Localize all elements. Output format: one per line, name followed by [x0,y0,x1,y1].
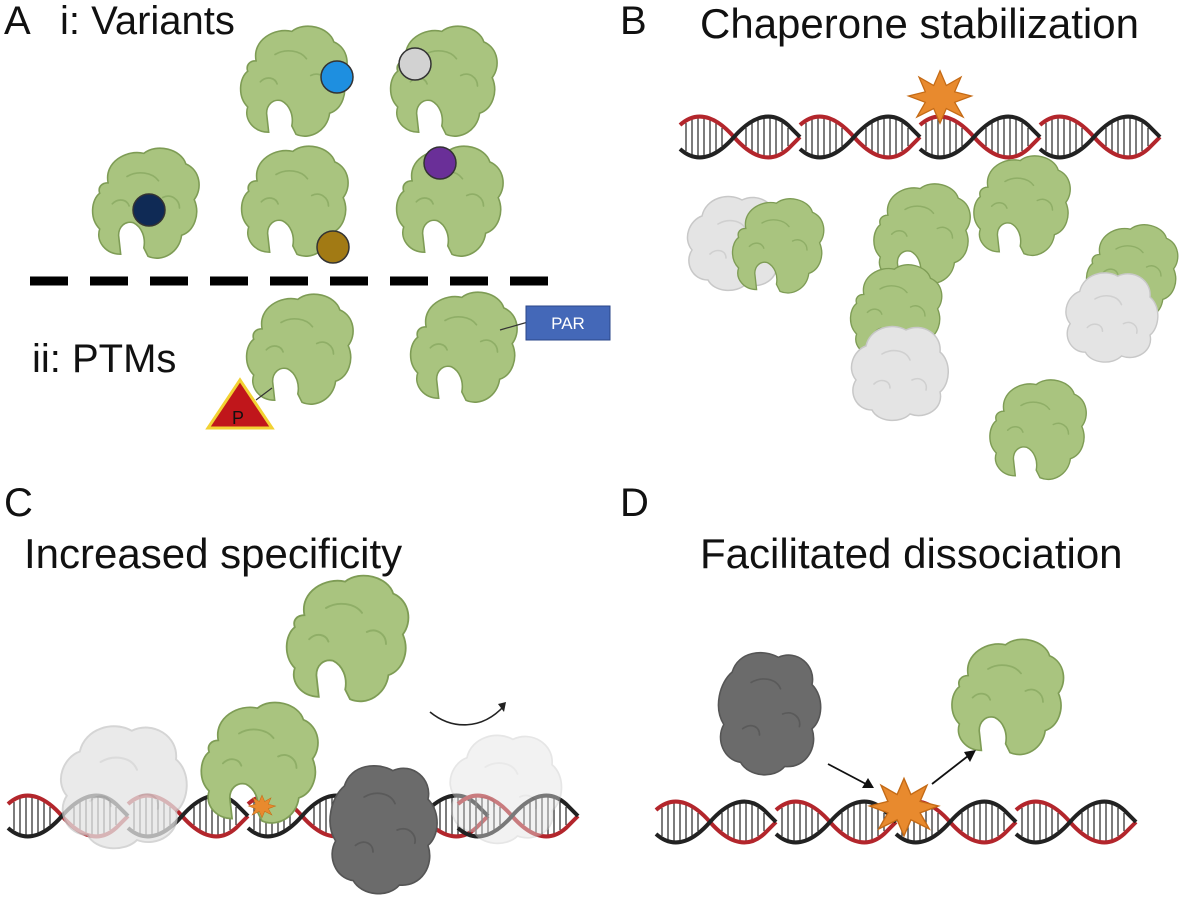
arrow-to-lesion-head [862,778,874,788]
arrow-to-protein-head [964,750,976,762]
panel-a-ptms-label: ii: PTMs [32,337,176,381]
variant-marker-brown [316,230,350,264]
protein-icon [409,291,518,403]
competitor-protein-icon [329,764,438,895]
arrow-to-protein [931,755,969,785]
lesion-burst-icon [907,70,973,124]
arrow-to-lesion [827,763,867,785]
panel-b-title: Chaperone stabilization [700,0,1139,47]
variant-marker-blue [320,60,354,94]
lesion-burst-icon [868,777,940,837]
chaperone-icon [1065,272,1159,363]
protein-icon [951,638,1065,756]
protein-icon [285,574,410,703]
protein-icon [973,155,1072,257]
protein-icon [245,293,354,405]
ptm-par-label: PAR [551,314,585,333]
panel-b-letter: B [620,0,647,43]
panel-a-variants-label: i: Variants [60,0,235,43]
panel-d-title: Facilitated dissociation [700,530,1123,577]
panel-d: D Facilitated dissociation [620,481,1138,845]
panel-b: B Chaperone stabilization [620,0,1179,481]
panel-c-title: Increased specificity [24,530,402,577]
ptm-phospho-triangle [205,377,275,430]
ptm-par-link-line [499,321,529,331]
chaperone-icon [59,725,188,850]
variant-marker-purple [423,146,457,180]
variant-marker-navy [132,193,166,227]
ptm-phospho-label: P [232,408,244,428]
panel-a: A i: Variants ii: PTMs P PAR [4,0,611,430]
panel-c: C Increased specificity [4,481,580,895]
ptm-par-box [525,305,611,341]
ptm-link-line [255,387,273,401]
dna-helix-icon [678,114,1162,160]
protein-icon [389,25,498,137]
chaperone-icon [449,734,563,845]
variant-marker-light [398,47,432,81]
curved-arrow [429,705,505,726]
panel-a-letter: A [4,0,31,43]
panel-c-letter: C [4,481,33,525]
competitor-protein-icon [717,651,822,776]
protein-icon [989,379,1088,481]
panel-d-letter: D [620,481,649,525]
curved-arrow-head [498,702,506,712]
